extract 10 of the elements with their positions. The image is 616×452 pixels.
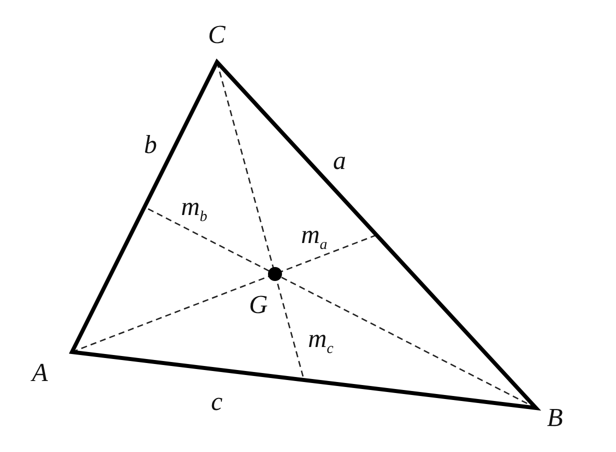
vertex-label: C xyxy=(208,22,226,48)
side-label: a xyxy=(333,148,346,174)
side-label: c xyxy=(211,389,223,415)
median-label: m$_{b}$ xyxy=(181,194,208,226)
median-label: m$_{c}$ xyxy=(308,326,334,358)
vertex-label: B xyxy=(547,405,563,431)
side-label: b xyxy=(144,132,157,158)
vertex-label: A xyxy=(32,360,48,386)
centroid-label: G xyxy=(249,292,268,318)
median-label: m$_{a}$ xyxy=(301,222,328,254)
